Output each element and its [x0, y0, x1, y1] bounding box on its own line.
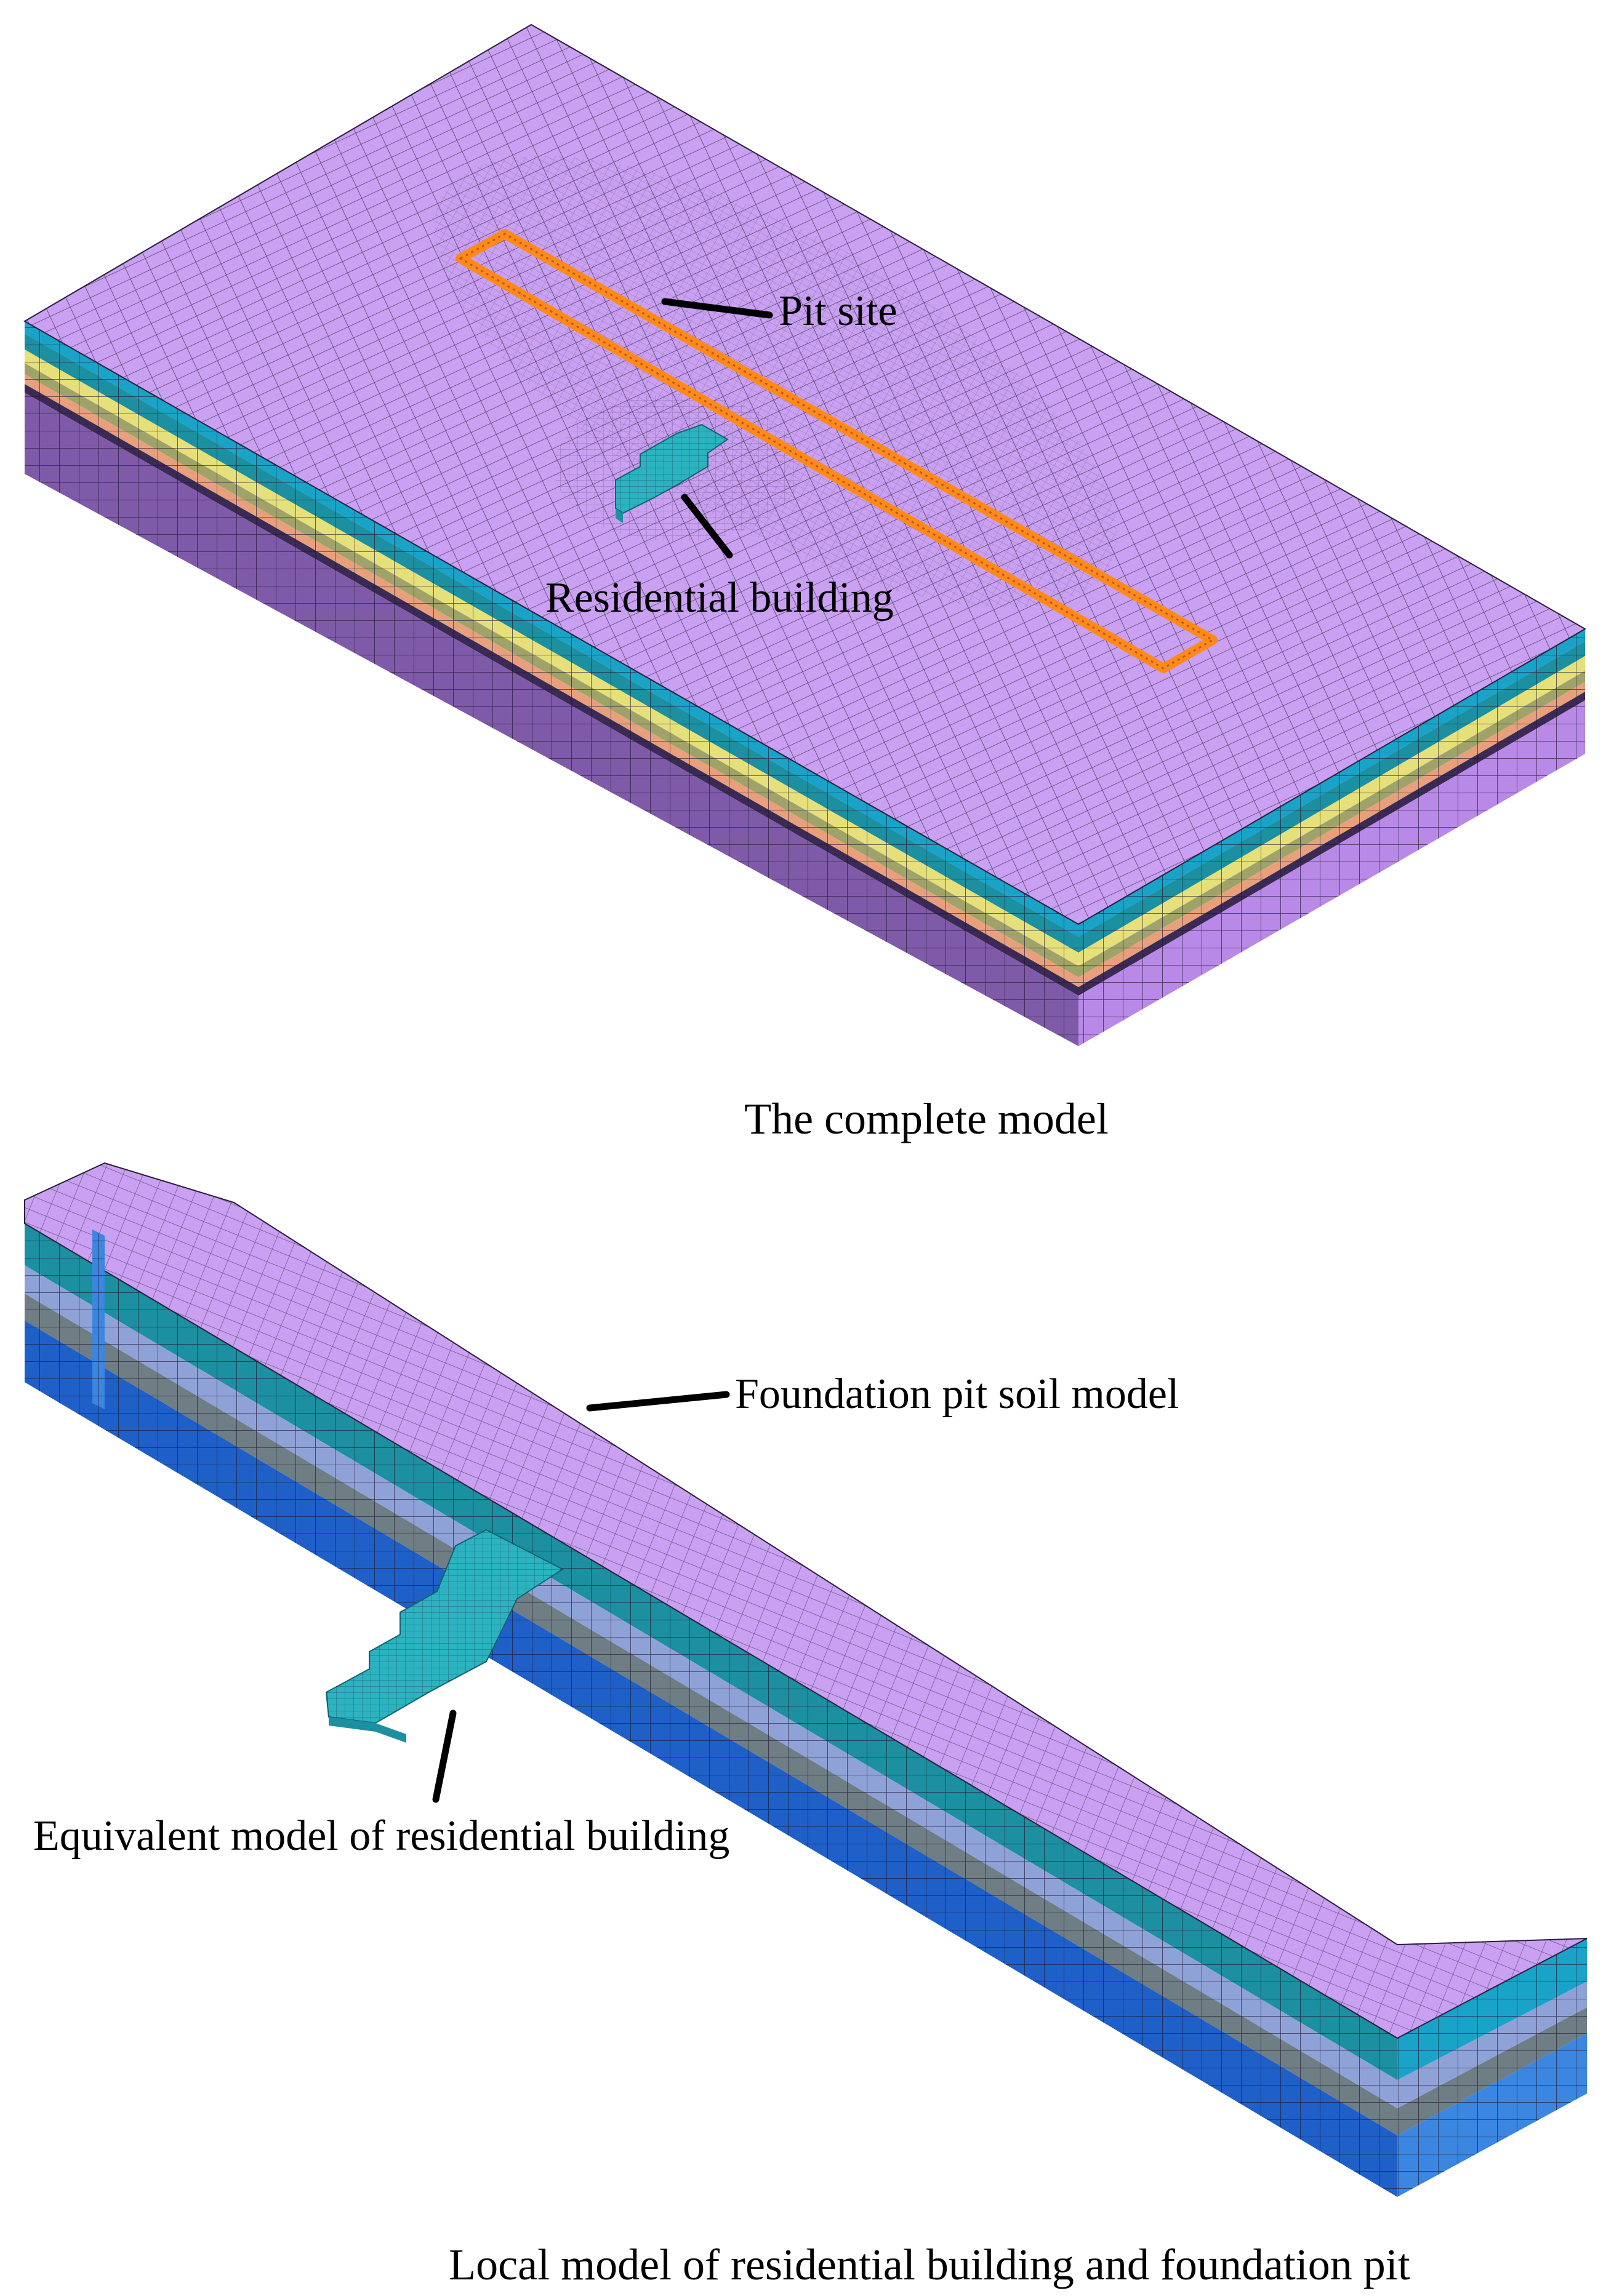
top-panel-caption: The complete model	[744, 1094, 1109, 1143]
complete-model-left-face	[25, 321, 1078, 1046]
local-model-end-face	[1397, 1938, 1587, 2197]
residential-building-label: Residential building	[545, 574, 894, 622]
residential-building-leader	[681, 494, 733, 559]
equivalent-building-block	[325, 1529, 564, 1743]
complete-model-right-face	[1078, 629, 1585, 1046]
local-model-mesh	[24, 1162, 1588, 2197]
foundation-soil-callout: Foundation pit soil model	[586, 1370, 1179, 1418]
local-model-top-face	[24, 1162, 1588, 2039]
pit-outline	[456, 229, 1218, 673]
foundation-soil-leader	[586, 1391, 730, 1412]
complete-model-mesh	[23, 23, 1586, 1046]
pit-site-label: Pit site	[779, 287, 897, 335]
local-model-left-step	[92, 1230, 105, 1409]
equivalent-building-callout: Equivalent model of residential building	[33, 1710, 729, 1860]
equivalent-building-leader	[432, 1710, 457, 1803]
bottom-panel-caption: Local model of residential building and …	[449, 2240, 1410, 2289]
pit-site-callout: Pit site	[661, 287, 897, 335]
foundation-soil-label: Foundation pit soil model	[735, 1370, 1179, 1418]
local-model-front-face	[25, 1223, 1397, 2197]
residential-building-block	[615, 423, 729, 523]
pit-site-leader	[661, 298, 773, 319]
residential-building-callout: Residential building	[545, 494, 894, 622]
equivalent-building-label: Equivalent model of residential building	[33, 1812, 729, 1860]
